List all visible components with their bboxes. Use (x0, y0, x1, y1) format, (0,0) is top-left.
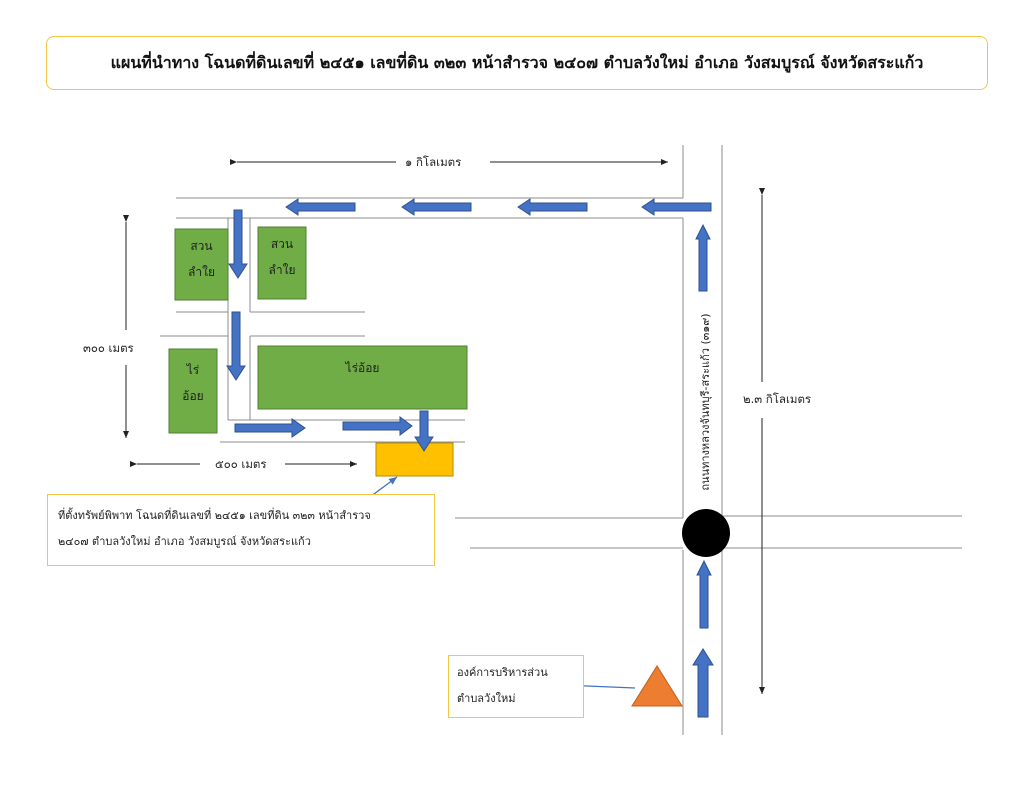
left-distance-label: ๓๐๐ เมตร (80, 340, 137, 358)
route-arrow-up-3 (692, 648, 714, 718)
office-note-line1: องค์การบริหารส่วน (457, 666, 548, 679)
office-triangle-icon (631, 665, 683, 707)
route-arrow-down-3 (414, 410, 434, 452)
cane-big-label: ไร่อ้อย (345, 361, 380, 375)
office-note-box: องค์การบริหารส่วน ตำบลวังใหม่ (448, 655, 584, 718)
office-note-line2: ตำบลวังใหม่ (457, 692, 516, 705)
route-arrow-left-3 (401, 198, 472, 216)
orchard-2-label: สวน ลำใย (258, 231, 306, 283)
orchard-1-label-line1: สวน (190, 239, 213, 253)
property-location-marker (375, 442, 454, 477)
route-arrow-right-2 (342, 416, 413, 436)
right-distance-label: ๒.๓ กิโลเมตร (740, 391, 815, 409)
roads (160, 145, 962, 735)
orchard-2-label-line1: สวน (270, 237, 294, 251)
orchard-1-label: สวน ลำใย (175, 233, 228, 285)
route-arrow-left-2 (517, 198, 588, 216)
property-callout-arrow (369, 476, 398, 498)
route-arrow-left-1 (641, 198, 712, 216)
highway-name-label: ถนนทางหลวงจันทบุรี-สระแก้ว (๓๑๙) (699, 313, 712, 491)
property-note-line2: ๒๔๐๗ ตำบลวังใหม่ อำเภอ วังสมบูรณ์ จังหวั… (58, 535, 311, 548)
sugarcane-plot-large (257, 345, 468, 410)
route-arrow-up-2 (696, 559, 712, 629)
intersection-marker (682, 509, 730, 557)
property-note-box: ที่ตั้งทรัพย์พิพาท โฉนดที่ดินเลขที่ ๒๔๕๑… (47, 494, 435, 566)
cane-small-label-line1: ไร่ (186, 363, 200, 377)
route-arrow-down-1 (228, 209, 248, 279)
top-distance-label: ๑ กิโลเมตร (402, 154, 465, 172)
orchard-2-label-line2: ลำใย (268, 263, 296, 277)
cane-small-label: ไร่ อ้อย (169, 357, 217, 409)
route-arrow-up-1 (695, 223, 711, 292)
bottom-distance-label: ๕๐๐ เมตร (212, 456, 270, 474)
route-arrow-right-1 (234, 418, 306, 438)
route-arrow-down-2 (226, 311, 246, 381)
route-arrow-left-4 (285, 198, 356, 216)
longan-orchard-plot-2 (257, 226, 307, 300)
map-title: แผนที่นำทาง โฉนดที่ดินเลขที่ ๒๔๕๑ เลขที่… (46, 36, 988, 90)
orchard-1-label-line2: ลำใย (188, 265, 215, 279)
longan-orchard-plot-1 (174, 228, 229, 301)
property-note-line1: ที่ตั้งทรัพย์พิพาท โฉนดที่ดินเลขที่ ๒๔๕๑… (58, 509, 371, 522)
cane-small-label-line2: อ้อย (182, 389, 204, 403)
sugarcane-plot-small (168, 348, 218, 434)
